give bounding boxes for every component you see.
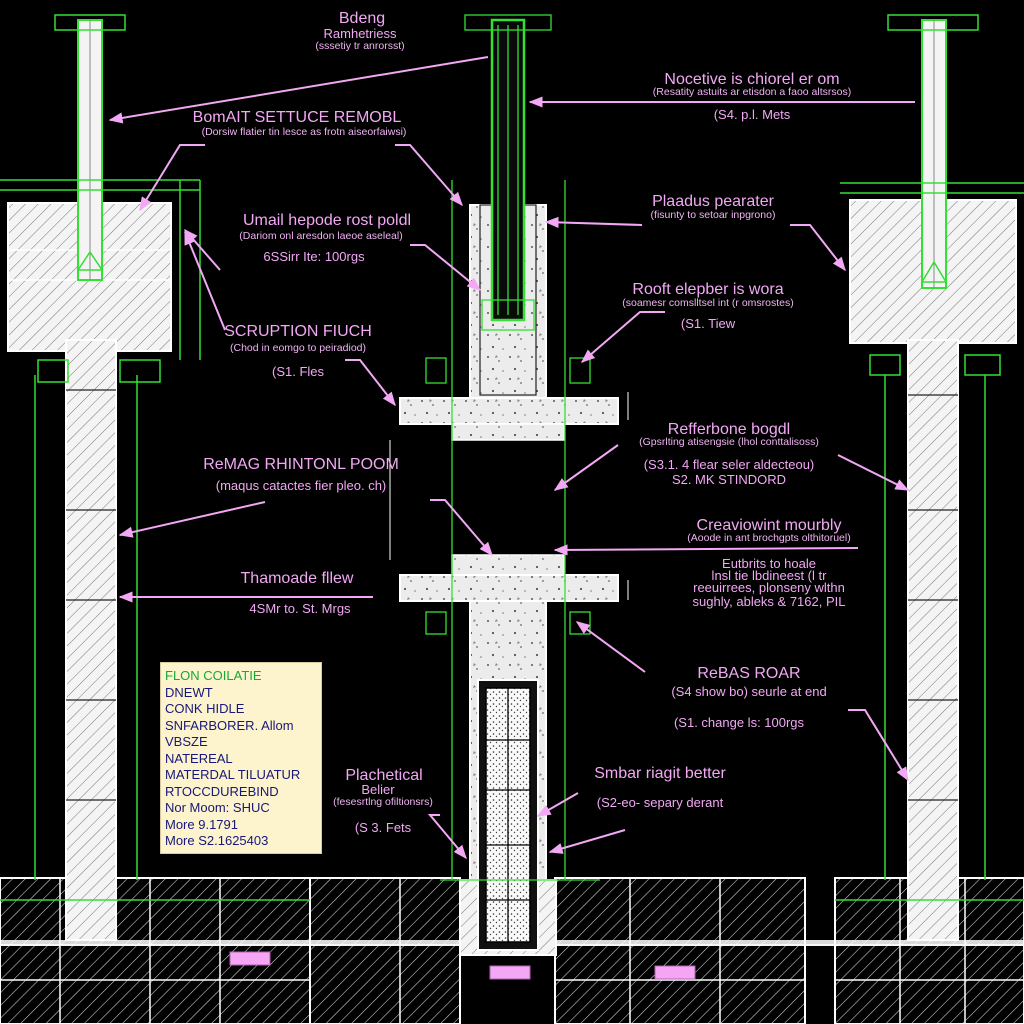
legend-item: RTOCCDUREBIND (165, 783, 279, 799)
foundation-tags (229, 951, 696, 980)
right-top-subtitle: (Resatity astuits ar etisdon a faoo alts… (652, 86, 852, 98)
plaadus-subtitle: (fisunty to setoar inpgrono) (650, 209, 776, 221)
rooft-title: Rooft elepber is wora (632, 281, 784, 298)
eutbrits-line-4: sughly, ableks & 7162, PIL (692, 594, 846, 609)
eutbrits-line-2: lnsl tie lbdineest (l tr (711, 568, 827, 583)
scruption-value: (S1. Fles (271, 364, 325, 379)
legend-item: NATEREAL (165, 750, 233, 766)
rooft-subtitle: (soamesr comslltsel int (r omsrostes) (622, 297, 794, 309)
rebas-title: ReBAS ROAR (697, 665, 801, 682)
plach-title-2: Belier (361, 782, 395, 797)
rebas-value-1: (S4 show bo) seurle at end (671, 684, 827, 699)
legend-item: DNEWT (165, 684, 213, 700)
refferbone-title: Refferbone bogdl (667, 421, 791, 438)
remag-title: ReMAG RHINTONL POOM (203, 456, 399, 473)
crea-subtitle: (Aoode in ant brochgpts olthitoruel) (687, 532, 851, 544)
legend-item: More S2.1625403 (165, 833, 269, 848)
legend-box: FLON COILATIE DNEWT CONK HIDLE SNFARBORE… (160, 662, 322, 854)
right-top-value: (S4. p.l. Mets (713, 107, 791, 122)
refferbone-subtitle: (Gpsrlting atisengsie (lhol conttalisoss… (639, 436, 819, 448)
center-column (389, 14, 629, 980)
leader-arrows (108, 56, 915, 860)
top-center-subtitle: (sssetiy tr anrorsst) (315, 40, 405, 52)
right-column (835, 14, 1024, 941)
plach-value: (S 3. Fets (354, 820, 412, 835)
right-top-title: Nocetive is chiorel er om (664, 71, 840, 88)
smbar-title: Smbar riagit better (594, 765, 726, 782)
refferbone-value-1: (S3.1. 4 flear seler aldecteou) (643, 457, 815, 472)
plach-title: Plachetical (345, 767, 423, 784)
scruption-subtitle: (Chod in eomgo to peiradiod) (230, 342, 366, 354)
plaadus-title: Plaadus pearater (652, 193, 774, 210)
remag-subtitle: (maqus catactes fier pleo. ch) (215, 478, 387, 493)
umail-title: Umail hepode rost poldl (242, 212, 412, 229)
eutbrits-line-3: reeuirrees, plonseny wlthn (693, 580, 845, 595)
thamo-value: 4SMr to. St. Mrgs (249, 601, 351, 616)
left-top-subtitle: (Dorsiw flatier tin lesce as frotn aiseo… (201, 126, 407, 138)
left-top-title: BomAIT SETTUCE REMOBL (192, 109, 402, 126)
legend-item: CONK HIDLE (165, 701, 245, 716)
umail-value: 6SSirr Ite: 100rgs (263, 249, 365, 264)
refferbone-value-2: S2. MK STINDORD (671, 472, 787, 487)
scruption-title: SCRUPTION FIUCH (224, 323, 372, 340)
top-center-title: Bdeng (338, 10, 386, 27)
legend-title: FLON COILATIE (165, 668, 262, 683)
plach-subtitle: (fesesrtlng ofiltionsrs) (333, 796, 433, 808)
rooft-value: (S1. Tiew (680, 316, 736, 331)
crea-title: Creaviowint mourbly (696, 517, 842, 534)
smbar-value: (S2-eo- separy derant (596, 795, 724, 810)
legend-item: Nor Moom: SHUC (165, 800, 270, 815)
legend-item: More 9.1791 (165, 816, 238, 832)
legend-item: SNFARBORER. Allom (165, 717, 294, 733)
umail-subtitle: (Dariom onl aresdon laeoe aseleal) (239, 230, 403, 242)
eutbrits-line-1: Eutbrits to hoale (722, 556, 816, 571)
left-column (0, 14, 310, 941)
thamo-title: Thamoade fllew (240, 570, 354, 587)
rebas-value-2: (S1. change ls: 100rgs (673, 715, 805, 730)
top-center-title-2: Ramhetriess (323, 26, 397, 41)
legend-item: VBSZE (165, 734, 208, 749)
legend-item: MATERDAL TILUATUR (165, 767, 301, 782)
